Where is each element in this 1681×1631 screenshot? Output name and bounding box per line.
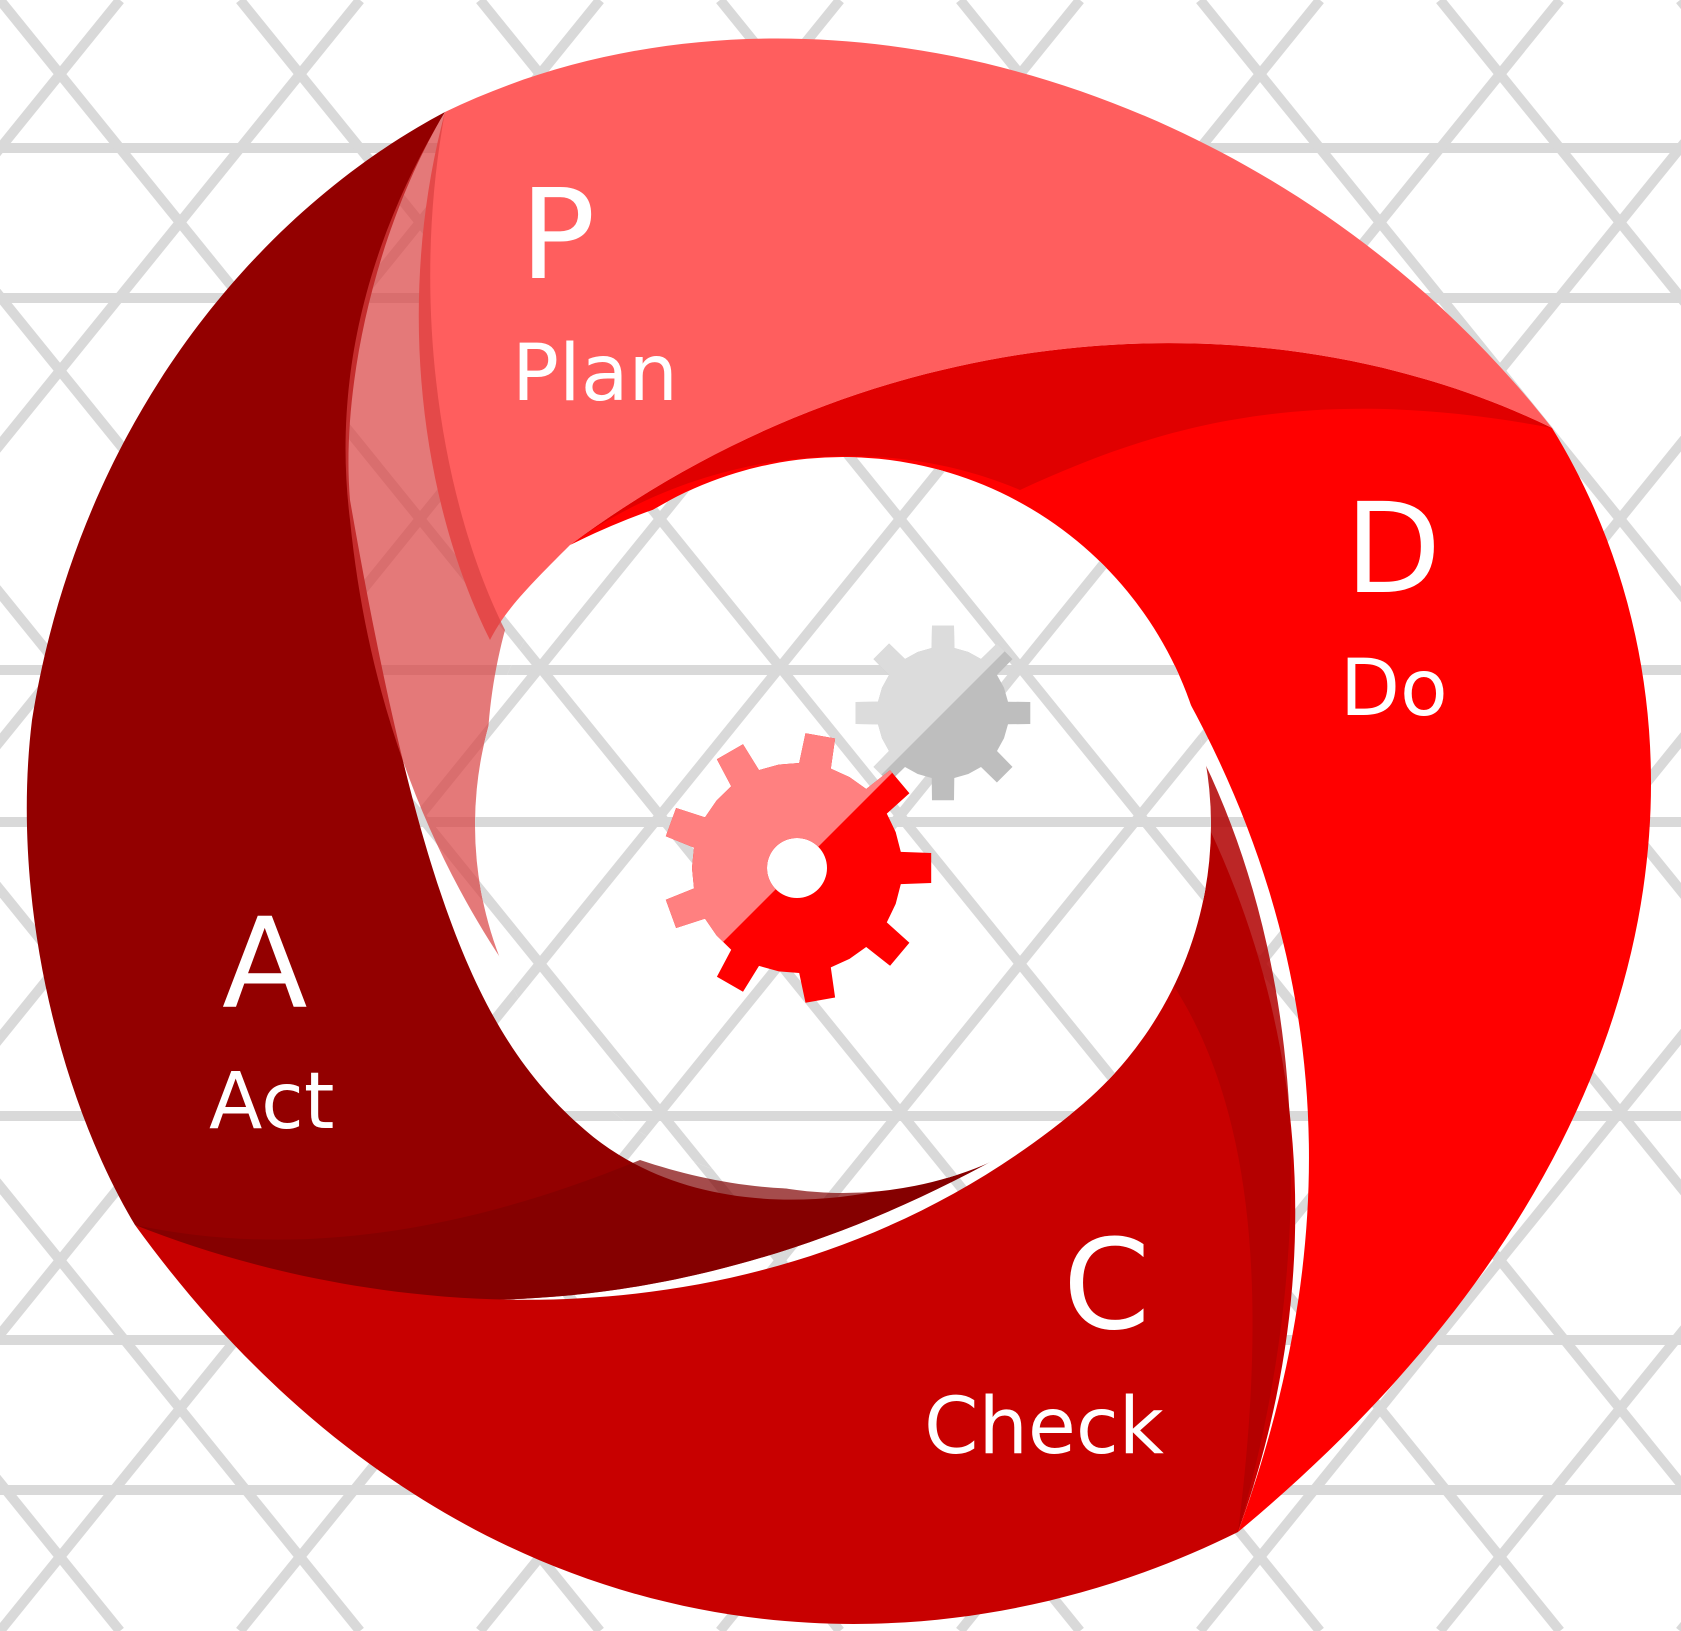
act-segment (26, 112, 1071, 1300)
plan-letter: P (520, 163, 595, 308)
check-letter: C (1063, 1213, 1150, 1358)
check-segment (135, 830, 1296, 1624)
do-letter: D (1345, 477, 1441, 622)
plan-segment (418, 38, 1552, 641)
act-letter: A (222, 892, 308, 1037)
check-label: Check (924, 1382, 1164, 1472)
do-segment (570, 343, 1652, 1533)
act-segment-shadow (135, 1115, 1070, 1300)
do-segment-shade (570, 343, 1552, 545)
plan-label: Plan (512, 329, 678, 419)
gear-icon (855, 625, 1031, 801)
do-label: Do (1340, 644, 1448, 734)
gear-icon (665, 733, 932, 1003)
act-label: Act (209, 1057, 334, 1147)
